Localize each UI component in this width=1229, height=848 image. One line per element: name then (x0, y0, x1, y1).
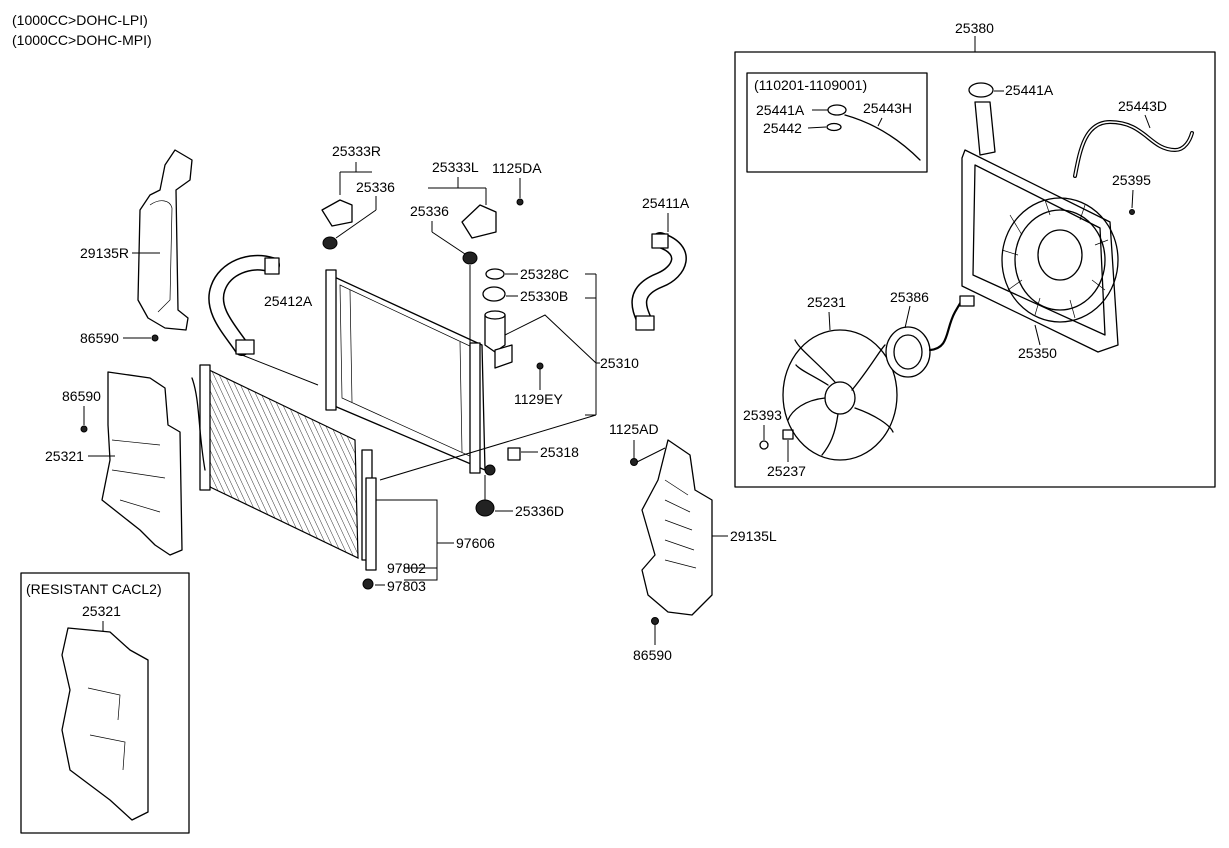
engine-note-mpi: (1000CC>DOHC-MPI) (12, 32, 152, 48)
gasket-25328C (485, 268, 505, 280)
label-1125DA[interactable]: 1125DA (492, 160, 542, 176)
shroud-opening (1001, 197, 1119, 323)
clip-25237 (782, 429, 794, 440)
label-25393[interactable]: 25393 (743, 407, 782, 423)
inset-note-resistant: (RESISTANT CACL2) (26, 581, 162, 597)
label-25321-main[interactable]: 25321 (45, 448, 84, 464)
fan-shroud-assembly-group: 25380 (110201-1109001) 25441A 25443H 254… (734, 20, 1216, 488)
label-25442[interactable]: 25442 (763, 120, 802, 136)
inset-frame-fan-range (746, 72, 928, 173)
condenser-group: 97606 97802 97803 (191, 364, 495, 594)
resistant-inset-group: (RESISTANT CACL2) 25321 (20, 572, 190, 834)
label-1129EY[interactable]: 1129EY (514, 391, 563, 407)
label-1125AD[interactable]: 1125AD (609, 421, 659, 437)
label-29135L[interactable]: 29135L (730, 528, 777, 544)
engine-note-lpi: (1000CC>DOHC-LPI) (12, 12, 148, 28)
label-25310[interactable]: 25310 (600, 355, 639, 371)
label-25350[interactable]: 25350 (1018, 345, 1057, 361)
lower-guard-25321 (101, 371, 183, 556)
label-86590-c[interactable]: 86590 (633, 647, 672, 663)
bracket-group: 25333R 25336 25333L 1125DA 25336 (321, 143, 542, 345)
grommet-25336-right (462, 251, 478, 265)
hose-group: 25412A 25411A (208, 195, 690, 386)
bracket-25333R (321, 199, 353, 227)
label-25328C[interactable]: 25328C (520, 266, 569, 282)
fan-25231 (782, 329, 898, 461)
air-guard-29135L (641, 439, 713, 616)
cap-25330B (482, 286, 506, 302)
radiator-group: 25310 25328C 25330B 1129EY 25318 25336D (325, 266, 639, 519)
filler-neck (484, 314, 506, 353)
label-25321-inset[interactable]: 25321 (82, 603, 121, 619)
label-25412A[interactable]: 25412A (264, 293, 313, 309)
reservoir-neck (974, 101, 996, 156)
label-25231[interactable]: 25231 (807, 294, 846, 310)
label-25336-left[interactable]: 25336 (356, 179, 395, 195)
label-25380[interactable]: 25380 (955, 20, 994, 36)
label-97606[interactable]: 97606 (456, 535, 495, 551)
hose-25443H (844, 114, 921, 161)
label-25443H[interactable]: 25443H (863, 100, 912, 116)
air-guard-left-group: 1125AD 29135L 86590 (609, 421, 777, 663)
label-86590-a[interactable]: 86590 (80, 330, 119, 346)
label-25441A[interactable]: 25441A (1005, 82, 1054, 98)
motor-25386 (885, 326, 931, 378)
drain-25318 (507, 447, 521, 461)
lower-guard-group: 86590 25321 (45, 371, 183, 556)
label-25330B[interactable]: 25330B (520, 288, 568, 304)
cap-25441A (968, 82, 994, 98)
label-25333R[interactable]: 25333R (332, 143, 381, 159)
bracket-25333L (461, 204, 497, 239)
mount-25336D (475, 499, 495, 517)
label-25333L[interactable]: 25333L (432, 159, 479, 175)
label-25395[interactable]: 25395 (1112, 172, 1151, 188)
label-25237[interactable]: 25237 (767, 463, 806, 479)
label-97802[interactable]: 97802 (387, 560, 426, 576)
label-25336-right[interactable]: 25336 (410, 203, 449, 219)
inset-note-fan-range: (110201-1109001) (754, 77, 867, 93)
shroud-25350 (961, 149, 1119, 353)
cap-25441A-inset (827, 104, 847, 116)
grommet-25336-left (322, 236, 338, 250)
label-25441A-inset[interactable]: 25441A (756, 102, 805, 118)
label-25386[interactable]: 25386 (890, 289, 929, 305)
label-29135R[interactable]: 29135R (80, 245, 129, 261)
screw-25393 (759, 440, 769, 450)
hose-25443D (1073, 120, 1194, 178)
gasket-25442 (826, 122, 842, 132)
air-guard-29135R (137, 149, 193, 331)
label-97803[interactable]: 97803 (387, 578, 426, 594)
air-guard-right-group: 29135R 86590 (80, 149, 193, 346)
nut-97803 (362, 578, 374, 590)
inset-frame-resistant (20, 572, 190, 834)
label-25411A[interactable]: 25411A (642, 195, 690, 211)
label-86590-b[interactable]: 86590 (62, 388, 101, 404)
lower-guard-25321-inset (61, 627, 149, 821)
label-25318[interactable]: 25318 (540, 444, 579, 460)
label-25443D[interactable]: 25443D (1118, 98, 1167, 114)
label-25336D[interactable]: 25336D (515, 503, 564, 519)
